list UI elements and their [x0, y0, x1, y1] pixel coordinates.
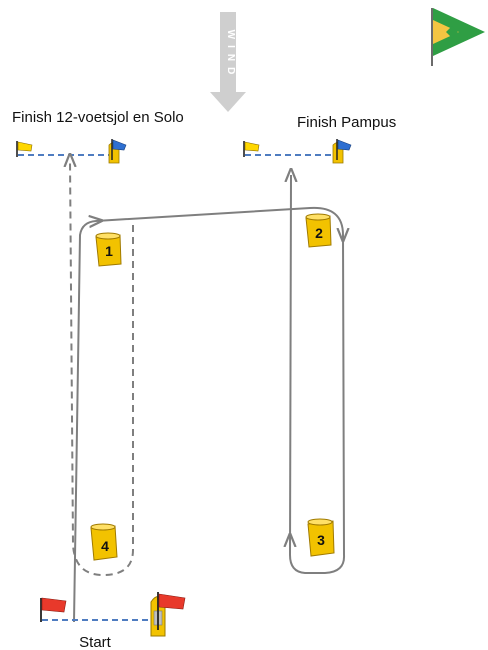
buoy-1: 1 — [95, 232, 122, 267]
committee-boat-icon — [332, 139, 352, 164]
course-solid-leg-1-2 — [95, 206, 343, 235]
red-flag-icon — [40, 597, 67, 622]
yellow-flag-icon — [243, 141, 260, 157]
buoy-3: 3 — [307, 518, 335, 557]
svg-text:3: 3 — [317, 532, 325, 548]
course-dashed-route — [70, 160, 134, 577]
start-label: Start — [79, 634, 112, 650]
yellow-flag-icon — [16, 141, 33, 157]
finish-line-right — [243, 139, 352, 164]
finish-line-left — [16, 139, 127, 164]
course-solid-route — [73, 221, 96, 623]
buoy-4: 4 — [90, 523, 118, 561]
course-solid-leg-2-3 — [290, 175, 346, 574]
committee-boat-icon — [108, 139, 127, 164]
wind-arrow: WIND — [210, 12, 246, 112]
svg-text:1: 1 — [105, 243, 113, 259]
finish-right-label: Finish Pampus — [297, 114, 396, 131]
committee-boat-icon — [150, 592, 186, 637]
start-line — [40, 592, 186, 637]
finish-left-label: Finish 12-voetsjol en Solo — [12, 109, 184, 126]
svg-text:2: 2 — [315, 225, 323, 241]
svg-text:4: 4 — [101, 538, 109, 554]
club-pennant-icon — [431, 8, 485, 66]
buoy-2: 2 — [305, 213, 332, 248]
wind-label: WIND — [225, 30, 236, 81]
